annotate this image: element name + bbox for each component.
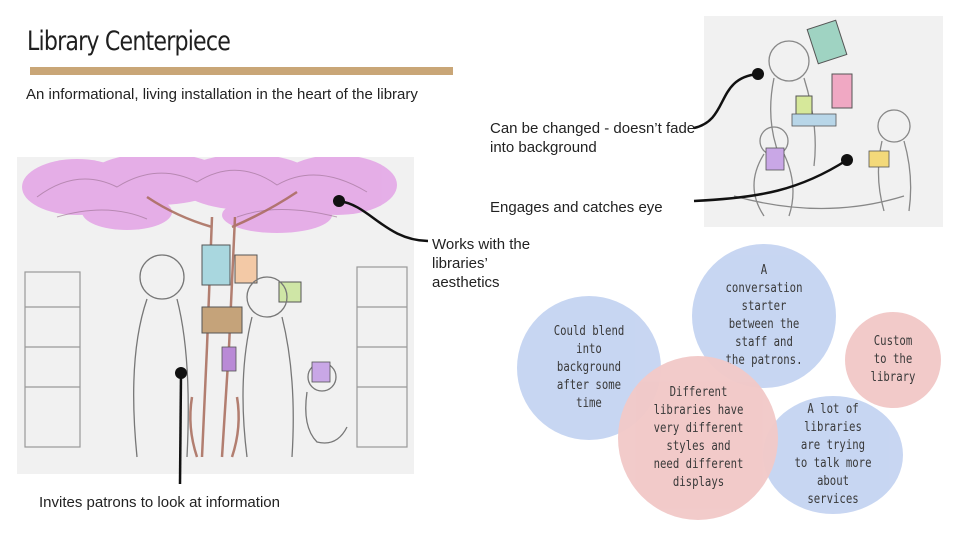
bubble-custom-text: Custom to the library — [870, 334, 916, 385]
tree-installation-sketch — [17, 157, 414, 474]
slide-title: Library Centerpiece — [27, 26, 231, 57]
bubble-lot-text: A lot of libraries are trying to talk mo… — [794, 402, 872, 507]
bubble-different-styles: Different libraries have very different … — [618, 356, 778, 520]
slide-subtitle: An informational, living installation in… — [26, 86, 418, 103]
title-accent-bar — [30, 67, 453, 75]
callout-invites: Invites patrons to look at information — [39, 494, 280, 511]
bubble-different-text: Different libraries have very different … — [653, 385, 743, 490]
kids-reading-sketch — [704, 16, 943, 227]
bubble-custom-library: Custom to the library — [845, 312, 941, 408]
bubble-lot-of-libraries: A lot of libraries are trying to talk mo… — [763, 396, 903, 514]
callout-changeable: Can be changed - doesn’t fade into backg… — [490, 120, 696, 156]
callout-aesthetics: Works with the libraries’ aesthetics — [432, 236, 531, 291]
bubble-blend-text: Could blend into background after some t… — [553, 324, 625, 411]
callout-engages: Engages and catches eye — [490, 199, 663, 216]
bubble-starter-text: A conversation starter between the staff… — [725, 263, 803, 368]
